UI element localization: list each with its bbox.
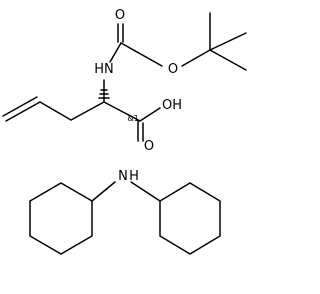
atom-label-ester-oxygen: O (168, 62, 178, 77)
bond-vinyl-double-2 (2, 96, 38, 117)
bond-ester-o-to-tbu (181, 49, 211, 67)
bond-acid-to-oh (139, 107, 161, 122)
atom-label-hydroxyl: OH (162, 98, 182, 113)
atom-label-acid-oxygen: O (144, 139, 154, 154)
atom-label-nh: HN (94, 62, 114, 77)
chemical-structure-drawing: O HN O OH O &1 (2, 8, 247, 255)
atom-label-carbonyl-oxygen: O (115, 8, 125, 23)
atom-label-hydrogen: H (129, 169, 139, 184)
bond-n-to-left-ring (91, 181, 116, 202)
stereo-hash-bond (98, 89, 110, 99)
boc-allylglycine-structure: O HN O OH O &1 (2, 8, 247, 154)
bond-tbu-methyl-right (209, 32, 247, 51)
bond-n-to-right-ring (130, 181, 161, 202)
bond-ch2-to-vinyl (39, 101, 72, 121)
bond-carbonyl-to-ester-o (120, 42, 163, 67)
bond-carbonyl-to-nh (109, 42, 122, 63)
bond-alpha-to-ch2 (70, 101, 105, 121)
cyclohexane-ring-left (29, 182, 93, 255)
bond-vinyl-double-1 (5, 101, 41, 122)
dicyclohexylamine-structure: N H (29, 169, 221, 255)
bond-tbu-methyl-down (209, 49, 247, 71)
bond-alpha-to-acid-carbon (103, 101, 141, 122)
stereo-label: &1 (127, 114, 138, 123)
cyclohexane-ring-right (159, 182, 221, 255)
atom-label-nitrogen: N (118, 169, 128, 184)
